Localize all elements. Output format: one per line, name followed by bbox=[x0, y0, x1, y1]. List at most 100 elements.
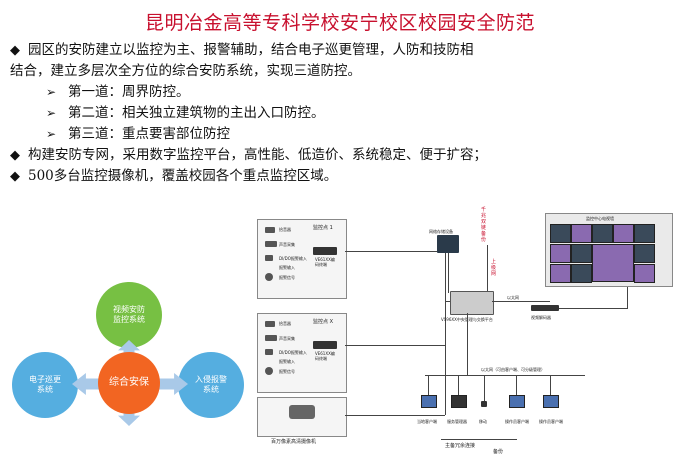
sub-item-text: 第三道：重点要害部位防控 bbox=[68, 126, 230, 142]
link-line bbox=[458, 375, 459, 395]
bullet-text: 园区的安防建立以监控为主、报警辅助，结合电子巡更管理，人防和技防相 bbox=[28, 42, 474, 58]
alarm-input-icon bbox=[265, 349, 273, 355]
sensor-label: 报警输入 bbox=[279, 265, 295, 270]
link-line bbox=[428, 375, 429, 395]
link-line bbox=[487, 245, 488, 291]
backbone-label: 主备冗余连接 bbox=[445, 443, 476, 449]
sub-item: ➢ 第三道：重点要害部位防控 bbox=[10, 124, 675, 145]
monitor-screen bbox=[634, 264, 655, 283]
circle-label: 电子巡更 系统 bbox=[29, 375, 61, 394]
decoder-label: 视频解码器 bbox=[531, 315, 551, 320]
mobile-icon bbox=[481, 401, 487, 407]
monitor-screen bbox=[634, 244, 655, 263]
intrusion-alarm-circle: 入侵报警 系统 bbox=[178, 352, 244, 418]
link-line bbox=[345, 415, 445, 416]
bullet-item: ◆ 园区的安防建立以监控为主、报警辅助，结合电子巡更管理，人防和技防相 bbox=[10, 40, 675, 61]
security-mindmap: 视频安防 监控系统 电子巡更 系统 入侵报警 系统 综合安保 bbox=[0, 270, 245, 455]
dome-camera-icon bbox=[265, 367, 273, 375]
link-line bbox=[345, 345, 445, 346]
integrated-security-circle: 综合安保 bbox=[98, 352, 160, 414]
diamond-bullet-icon: ◆ bbox=[10, 43, 20, 58]
encoder-label: VE61XX编 码终端 bbox=[315, 257, 335, 267]
sub-item-text: 第二道：相关独立建筑物的主出入口防控。 bbox=[68, 105, 325, 121]
arrow-bullet-icon: ➢ bbox=[46, 127, 57, 141]
bullet-list: ◆ 园区的安防建立以监控为主、报警辅助，结合电子巡更管理，人防和技防相 结合，建… bbox=[10, 40, 675, 187]
diamond-bullet-icon: ◆ bbox=[10, 148, 20, 163]
site-label: 监控点 X bbox=[313, 319, 334, 325]
encoder-label: VE61XX编 码终端 bbox=[315, 351, 335, 361]
monitor-screen bbox=[550, 244, 571, 263]
monitor-screen bbox=[592, 244, 634, 282]
dome-camera-icon bbox=[265, 273, 273, 281]
monitor-screen bbox=[550, 264, 571, 283]
client-label: 服务管理器 bbox=[447, 419, 467, 424]
page-title: 昆明冶金高等专科学校安宁校区校园安全防范 bbox=[144, 12, 535, 34]
alarm-input-icon bbox=[265, 255, 273, 261]
sensor-label: 报警信号 bbox=[279, 369, 295, 374]
encoder-device-icon bbox=[313, 247, 337, 255]
arrow-bullet-icon: ➢ bbox=[46, 106, 57, 120]
video-surveillance-circle: 视频安防 监控系统 bbox=[96, 282, 162, 348]
link-line bbox=[627, 287, 628, 309]
sensor-label: 声音采集 bbox=[279, 336, 295, 341]
lan-label: 以太网 bbox=[507, 295, 519, 300]
hd-camera-icon bbox=[289, 405, 315, 419]
monitor-screen bbox=[571, 244, 592, 263]
link-line bbox=[550, 375, 551, 395]
circle-label: 入侵报警 系统 bbox=[195, 375, 227, 394]
sensor-label: 报警信号 bbox=[279, 275, 295, 280]
network-topology-diagram: 监控点 1 拾音器 声音采集 DI/DO报警输入 报警输入 报警信号 VE61X… bbox=[245, 205, 675, 455]
camera-caption: 百万像素高清摄像机 bbox=[271, 439, 317, 445]
link-line bbox=[425, 375, 585, 376]
monitor-screen bbox=[613, 224, 634, 243]
storage-label: 网络存储设备 bbox=[429, 229, 453, 234]
client-label: 操作员客户端 bbox=[505, 419, 529, 424]
encoder-device-icon bbox=[313, 341, 337, 349]
operator-pc-icon bbox=[543, 395, 559, 408]
sensor-label: 报警输入 bbox=[279, 359, 295, 364]
monitor-screen bbox=[571, 224, 592, 243]
link-line bbox=[441, 439, 517, 440]
link-line bbox=[448, 253, 449, 293]
sub-item: ➢ 第二道：相关独立建筑物的主出入口防控。 bbox=[10, 103, 675, 124]
arrow-bullet-icon: ➢ bbox=[46, 85, 57, 99]
sensor-label: 拾音器 bbox=[279, 321, 291, 326]
camera-icon bbox=[265, 241, 277, 247]
link-line bbox=[445, 251, 446, 415]
patrol-system-circle: 电子巡更 系统 bbox=[12, 352, 78, 418]
site-label: 监控点 1 bbox=[313, 225, 333, 231]
sensor-label: DI/DO报警输入 bbox=[279, 350, 307, 355]
switch-label: VS96XX中央管理与交换平台 bbox=[441, 317, 493, 322]
central-switch-icon bbox=[450, 291, 494, 315]
link-line bbox=[516, 375, 517, 395]
client-label: 当地客户端 bbox=[417, 419, 437, 424]
bullet-item: ◆ 500多台监控摄像机，覆盖校园各个重点监控区域。 bbox=[10, 166, 675, 187]
sub-item: ➢ 第一道：周界防控。 bbox=[10, 82, 675, 103]
client-pc-icon bbox=[421, 395, 437, 408]
circle-label: 视频安防 监控系统 bbox=[113, 305, 145, 324]
client-label: 操作员客户端 bbox=[539, 419, 563, 424]
link-line bbox=[559, 308, 627, 309]
link-line bbox=[484, 375, 485, 401]
monitor-screen bbox=[571, 264, 592, 283]
sensor-label: 声音采集 bbox=[279, 242, 295, 247]
tv-wall-label: 监控中心电视墙 bbox=[586, 216, 614, 221]
spare-label: 备份 bbox=[493, 449, 504, 455]
link-line bbox=[345, 251, 445, 252]
decoder-device-icon bbox=[531, 305, 559, 311]
bullet-item: ◆ 构建安防专网，采用数字监控平台，高性能、低造价、系统稳定、便于扩容； bbox=[10, 145, 675, 166]
monitor-screen bbox=[550, 224, 571, 243]
link-line bbox=[467, 313, 468, 375]
uplink-vertical-label: 千兆双链备份 bbox=[481, 207, 487, 243]
storage-device-icon bbox=[437, 235, 459, 253]
circle-label: 综合安保 bbox=[109, 377, 149, 388]
microphone-icon bbox=[265, 321, 275, 327]
sensor-label: 拾音器 bbox=[279, 227, 291, 232]
sensor-label: DI/DO报警输入 bbox=[279, 256, 307, 261]
server-icon bbox=[451, 395, 467, 408]
link-line bbox=[492, 301, 550, 302]
client-label: 移动 bbox=[479, 419, 487, 424]
bullet-continuation: 结合，建立多层次全方位的综合安防系统，实现三道防控。 bbox=[10, 63, 361, 79]
monitor-screen bbox=[592, 224, 613, 243]
diamond-bullet-icon: ◆ bbox=[10, 169, 20, 184]
